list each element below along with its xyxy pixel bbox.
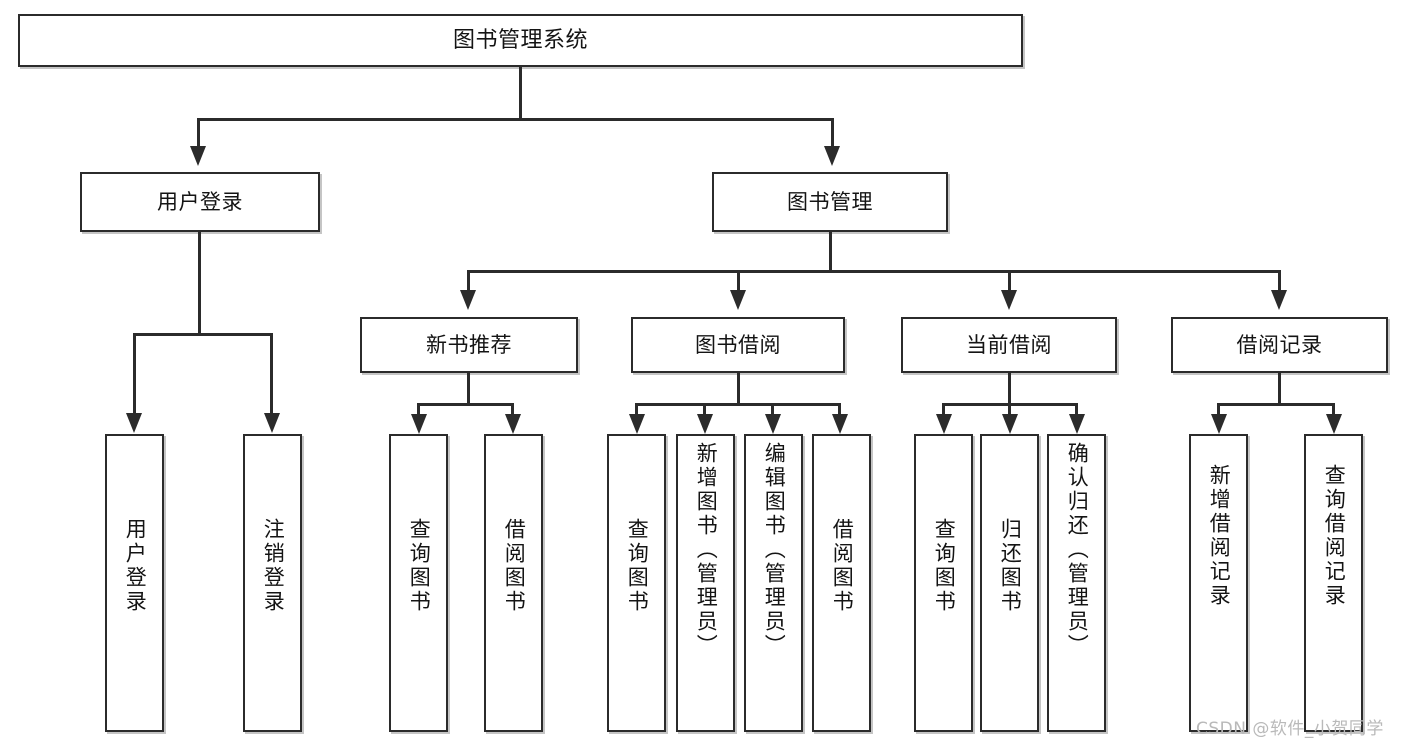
node-leaf-logout-label: 注销登录 <box>261 518 286 614</box>
connector-cb-leaf3 <box>1075 403 1078 417</box>
node-leaf-return-book-label: 归还图书 <box>998 518 1023 614</box>
node-leaf-add-book-label: 新增图书（管理员） <box>694 442 719 658</box>
node-leaf-query-book-1-label: 查询图书 <box>407 518 432 614</box>
connector-bb-leaf3 <box>771 403 774 417</box>
node-new-book-recommend-label: 新书推荐 <box>426 332 512 357</box>
connector-bb-leaf1 <box>635 403 638 417</box>
connector-br-stem <box>1278 373 1281 405</box>
connector-user-login-leaf2 <box>270 333 273 415</box>
arrowhead-current-borrow <box>1001 290 1017 310</box>
node-leaf-query-record-label: 查询借阅记录 <box>1322 464 1347 608</box>
arrowhead-leaf-query-book-1 <box>411 414 427 434</box>
connector-bb-leaf2 <box>703 403 706 417</box>
node-user-login[interactable]: 用户登录 <box>80 172 320 232</box>
arrowhead-borrow-record <box>1271 290 1287 310</box>
connector-user-login-bar <box>133 333 273 336</box>
connector-nbr-leaf1 <box>417 403 420 417</box>
node-book-manage[interactable]: 图书管理 <box>712 172 948 232</box>
node-leaf-add-record[interactable]: 新增借阅记录 <box>1189 434 1248 732</box>
arrowhead-leaf-return-book <box>1002 414 1018 434</box>
connector-bb-bar <box>635 403 841 406</box>
node-current-borrow[interactable]: 当前借阅 <box>901 317 1117 373</box>
node-leaf-query-book-3-label: 查询图书 <box>932 518 957 614</box>
arrowhead-leaf-logout <box>264 413 280 433</box>
arrowhead-leaf-add-book <box>697 414 713 434</box>
node-user-login-label: 用户登录 <box>157 189 243 214</box>
arrowhead-leaf-user-login <box>126 413 142 433</box>
connector-br-bar <box>1217 403 1335 406</box>
connector-user-login-stem <box>198 232 201 335</box>
node-leaf-add-book[interactable]: 新增图书（管理员） <box>676 434 735 732</box>
node-leaf-edit-book-label: 编辑图书（管理员） <box>762 442 787 658</box>
connector-root-to-book-manage <box>831 118 834 148</box>
arrowhead-leaf-borrow-book-1 <box>505 414 521 434</box>
csdn-watermark: CSDN @软件_小贺同学 <box>1196 719 1384 739</box>
connector-cb-leaf2 <box>1008 403 1011 417</box>
connector-br-leaf1 <box>1217 403 1220 417</box>
connector-to-borrow-record <box>1278 270 1281 292</box>
node-leaf-query-book-1[interactable]: 查询图书 <box>389 434 448 732</box>
arrowhead-leaf-add-record <box>1211 414 1227 434</box>
node-leaf-query-book-3[interactable]: 查询图书 <box>914 434 973 732</box>
arrowhead-leaf-query-book-3 <box>936 414 952 434</box>
node-leaf-query-book-2[interactable]: 查询图书 <box>607 434 666 732</box>
node-book-borrow[interactable]: 图书借阅 <box>631 317 845 373</box>
node-leaf-query-record[interactable]: 查询借阅记录 <box>1304 434 1363 732</box>
connector-bb-leaf4 <box>838 403 841 417</box>
node-current-borrow-label: 当前借阅 <box>966 332 1052 357</box>
node-borrow-record[interactable]: 借阅记录 <box>1171 317 1388 373</box>
node-leaf-user-login-label: 用户登录 <box>123 518 148 614</box>
node-book-manage-label: 图书管理 <box>787 189 873 214</box>
node-leaf-query-book-2-label: 查询图书 <box>625 518 650 614</box>
connector-root-to-user-login <box>197 118 200 148</box>
arrowhead-book-manage <box>824 146 840 166</box>
node-leaf-return-book[interactable]: 归还图书 <box>980 434 1039 732</box>
node-root-label: 图书管理系统 <box>452 27 588 53</box>
arrowhead-leaf-query-record <box>1326 414 1342 434</box>
arrowhead-leaf-confirm-return <box>1069 414 1085 434</box>
connector-to-current-borrow <box>1008 270 1011 292</box>
arrowhead-leaf-edit-book <box>765 414 781 434</box>
arrowhead-new-book-recommend <box>460 290 476 310</box>
connector-user-login-leaf1 <box>133 333 136 415</box>
connector-br-leaf2 <box>1332 403 1335 417</box>
node-leaf-borrow-book-2[interactable]: 借阅图书 <box>812 434 871 732</box>
node-leaf-confirm-return-label: 确认归还（管理员） <box>1065 442 1090 658</box>
arrowhead-user-login <box>190 146 206 166</box>
node-leaf-borrow-book-2-label: 借阅图书 <box>830 518 855 614</box>
connector-root-bar <box>197 118 834 121</box>
node-new-book-recommend[interactable]: 新书推荐 <box>360 317 578 373</box>
connector-root-stem <box>519 67 522 119</box>
connector-cb-leaf1 <box>942 403 945 417</box>
node-leaf-edit-book[interactable]: 编辑图书（管理员） <box>744 434 803 732</box>
arrowhead-leaf-borrow-book-2 <box>832 414 848 434</box>
node-leaf-user-login[interactable]: 用户登录 <box>105 434 164 732</box>
node-root[interactable]: 图书管理系统 <box>18 14 1023 67</box>
connector-to-book-borrow <box>737 270 740 292</box>
node-leaf-borrow-book-1-label: 借阅图书 <box>502 518 527 614</box>
connector-to-new-book-recommend <box>467 270 470 292</box>
connector-nbr-stem <box>467 373 470 405</box>
connector-level3-bar <box>467 270 1281 273</box>
connector-nbr-leaf2 <box>511 403 514 417</box>
node-leaf-confirm-return[interactable]: 确认归还（管理员） <box>1047 434 1106 732</box>
node-leaf-add-record-label: 新增借阅记录 <box>1207 464 1232 608</box>
node-leaf-borrow-book-1[interactable]: 借阅图书 <box>484 434 543 732</box>
arrowhead-book-borrow <box>730 290 746 310</box>
arrowhead-leaf-query-book-2 <box>629 414 645 434</box>
connector-cb-stem <box>1008 373 1011 405</box>
node-borrow-record-label: 借阅记录 <box>1236 332 1323 357</box>
connector-nbr-bar <box>417 403 514 406</box>
node-leaf-logout[interactable]: 注销登录 <box>243 434 302 732</box>
connector-bb-stem <box>737 373 740 405</box>
node-book-borrow-label: 图书借阅 <box>695 332 781 357</box>
connector-book-manage-stem <box>829 232 832 272</box>
